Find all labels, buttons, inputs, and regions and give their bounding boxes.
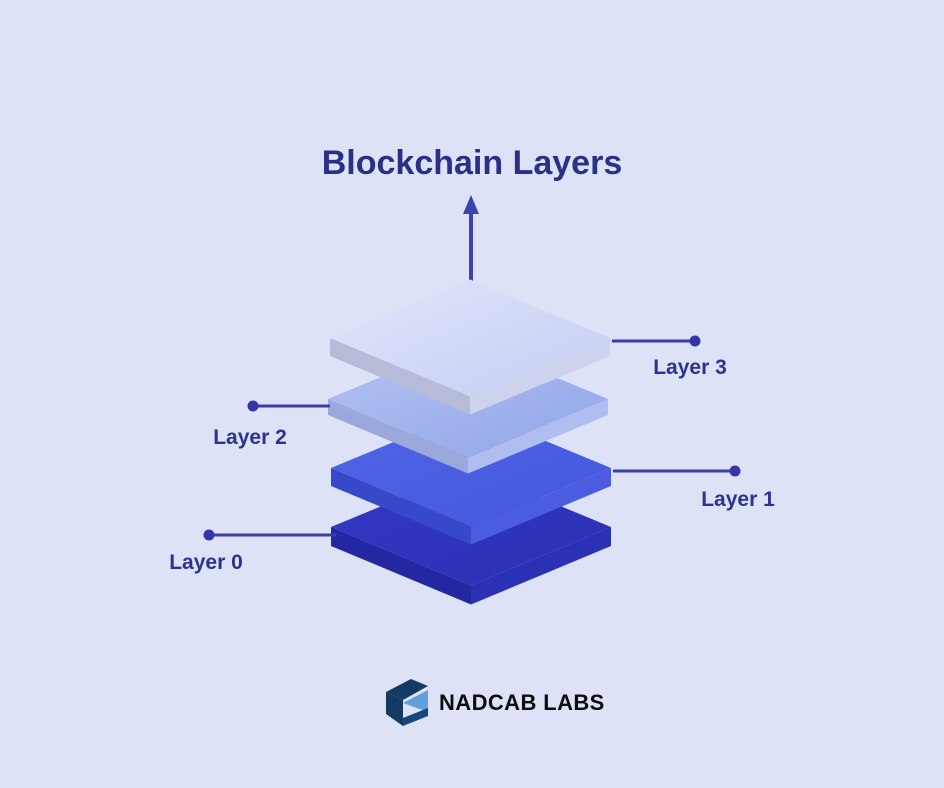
layer-0-left-face xyxy=(331,527,471,605)
layer-3-right-face xyxy=(470,338,610,415)
layer-0-connector-dot xyxy=(203,529,215,541)
layer-3-top-face xyxy=(330,279,610,397)
layer-3-label: Layer 3 xyxy=(653,356,727,379)
logo-mark-bottom-face xyxy=(403,708,428,726)
nadcab-logo-icon xyxy=(386,679,428,726)
layer-2-left-face xyxy=(328,399,468,474)
brand-name: NADCAB LABS xyxy=(439,690,605,715)
layer-3-slab xyxy=(330,279,610,415)
up-arrow-head xyxy=(463,195,479,214)
layer-2-connector xyxy=(247,400,330,412)
logo-mark-left-face xyxy=(386,692,403,726)
layer-2-right-face xyxy=(468,399,608,474)
layer-1-left-face xyxy=(331,468,471,545)
logo-mark-notch xyxy=(403,690,428,712)
layer-2-label: Layer 2 xyxy=(213,426,287,449)
layer-0-right-face xyxy=(471,527,611,605)
layer-1-label: Layer 1 xyxy=(701,488,775,511)
layer-0-connector xyxy=(203,529,336,541)
logo-mark-top-face xyxy=(386,679,428,700)
layer-3-connector-dot xyxy=(689,335,701,347)
layer-1-right-face xyxy=(471,468,611,545)
layer-1-connector-dot xyxy=(729,465,741,477)
layer-3-connector xyxy=(612,335,701,347)
brand-logo: NADCAB LABS xyxy=(383,677,605,729)
layer-0-label: Layer 0 xyxy=(169,551,243,574)
layer-3-left-face xyxy=(330,338,470,415)
layer-1-connector xyxy=(613,465,741,477)
page-title: Blockchain Layers xyxy=(321,144,623,182)
layer-2-connector-dot xyxy=(247,400,259,412)
